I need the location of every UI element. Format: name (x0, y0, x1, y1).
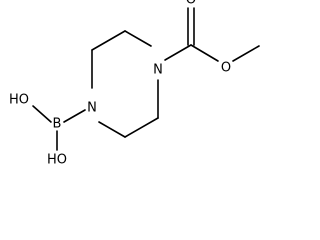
n-to-boron-bond (63, 109, 86, 123)
atom-label-n-bottom: N (87, 101, 97, 116)
n-to-carbonyl-bond (164, 44, 192, 61)
atom-label-hydroxyl-upper: HO (9, 93, 29, 108)
atom-label-carbonyl-oxygen: O (186, 0, 196, 8)
atom-label-hydroxyl-lower: HO (47, 153, 67, 168)
atom-label-ether-oxygen: O (221, 61, 231, 76)
structure-diagram: N N B HO HO O O (9, 0, 260, 168)
ring-bond-upper-right (124, 30, 152, 47)
ring-bond-lower-right (124, 117, 159, 138)
ring-bond-lower-left (98, 121, 126, 138)
atom-label-n-top: N (153, 63, 163, 78)
carbonyl-to-ether-oxygen-bond (190, 44, 219, 62)
ether-oxygen-to-methyl-bond (232, 45, 260, 62)
boron-to-upper-oh-bond (32, 105, 52, 123)
ring-bond-upper-left (91, 30, 126, 51)
atom-label-boron: B (53, 117, 62, 132)
